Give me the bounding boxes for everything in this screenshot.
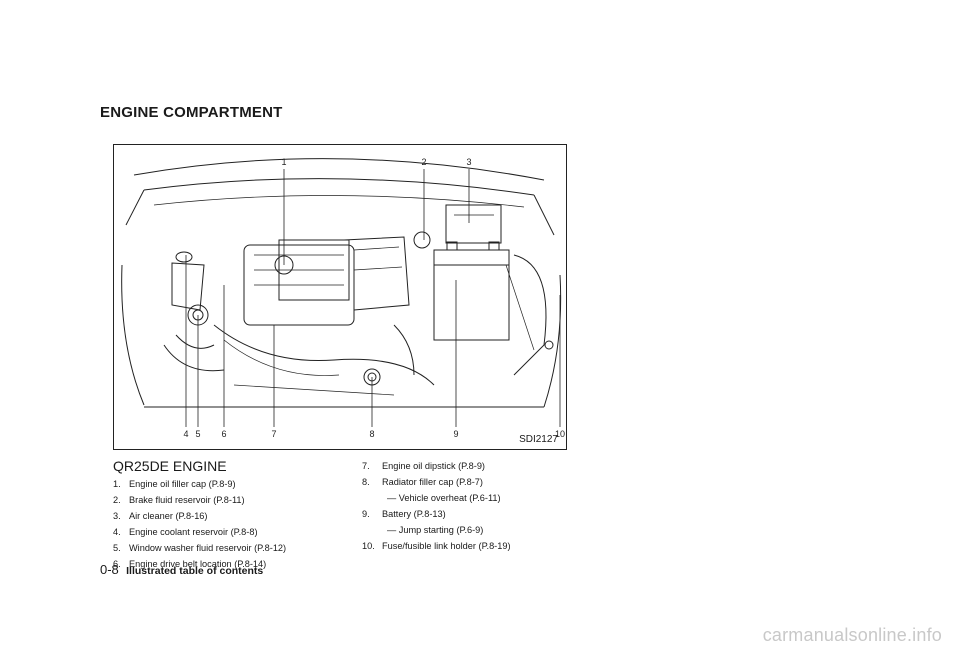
engine-heading: QR25DE ENGINE (113, 458, 227, 474)
engine-illustration: 1 2 3 4 5 6 7 8 9 10 (121, 157, 565, 439)
callout-4: 4 (183, 429, 188, 439)
list-subitem: — Vehicle overheat (P.6-11) (387, 493, 501, 503)
list-item: 1.Engine oil filler cap (P.8-9) (113, 479, 236, 489)
list-item: 3.Air cleaner (P.8-16) (113, 511, 208, 521)
callout-1: 1 (281, 157, 286, 167)
callout-5: 5 (195, 429, 200, 439)
list-item: 2.Brake fluid reservoir (P.8-11) (113, 495, 245, 505)
components-list-left: 1.Engine oil filler cap (P.8-9) 2.Brake … (113, 476, 286, 572)
page-number: 0-8 (100, 562, 119, 577)
section-title: ENGINE COMPARTMENT (100, 104, 283, 121)
list-subitem: — Jump starting (P.6-9) (387, 525, 484, 535)
list-item: 5.Window washer fluid reservoir (P.8-12) (113, 543, 287, 553)
list-item: 8.Radiator filler cap (P.8-7) (362, 477, 483, 487)
page-footer: 0-8 Illustrated table of contents (100, 562, 263, 577)
callout-6: 6 (221, 429, 226, 439)
list-item: 9.Battery (P.8-13) (362, 509, 446, 519)
watermark: carmanualsonline.info (762, 625, 942, 645)
components-list-right: 7.Engine oil dipstick (P.8-9) 8.Radiator… (362, 458, 511, 554)
list-item: 4.Engine coolant reservoir (P.8-8) (113, 527, 258, 537)
list-item: 10.Fuse/fusible link holder (P.8-19) (362, 541, 511, 551)
engine-compartment-figure: 1 2 3 4 5 6 7 8 9 10 SDI2127 (113, 144, 567, 450)
callout-7: 7 (271, 429, 276, 439)
list-item: 7.Engine oil dipstick (P.8-9) (362, 461, 485, 471)
callout-2: 2 (421, 157, 426, 167)
callout-9: 9 (453, 429, 458, 439)
list-item: 6.Engine drive belt location (P.8-14) (113, 559, 267, 569)
callout-8: 8 (369, 429, 374, 439)
figure-id: SDI2127 (519, 434, 558, 445)
callout-10: 10 (555, 429, 565, 439)
footer-label: Illustrated table of contents (126, 565, 264, 577)
callout-3: 3 (466, 157, 471, 167)
